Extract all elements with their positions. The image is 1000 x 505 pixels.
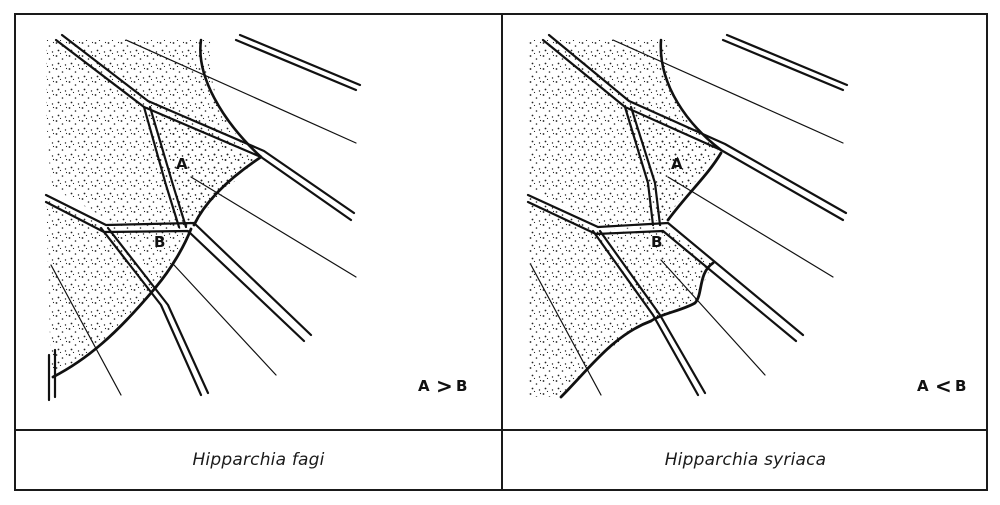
thin-vein-3	[173, 264, 277, 376]
thin-vein-2	[667, 176, 834, 278]
relation-b: B	[955, 377, 966, 395]
thin-vein-4	[530, 264, 602, 396]
vein-radial-1	[541, 38, 845, 222]
relation-sign: <	[935, 374, 952, 398]
scaling-edge-lower	[51, 285, 158, 379]
vein-costal-2	[725, 33, 849, 87]
vein-costal-2	[238, 33, 362, 87]
stippled-lower-area	[46, 195, 156, 375]
wing-panel-fagi: A B A > B	[16, 15, 501, 430]
vein-cross-2	[44, 200, 306, 343]
wing-drawing-fagi: A B A > B	[44, 33, 467, 402]
vein-cross-2	[526, 200, 798, 343]
stippled-cell-a	[623, 110, 718, 220]
vein-cubital-1	[591, 229, 700, 397]
vein-cell-left-2	[629, 105, 662, 227]
scaling-edge-lower	[559, 319, 653, 399]
thin-vein-1	[125, 39, 357, 144]
thin-vein-4	[50, 264, 122, 396]
cell-label-b: B	[154, 233, 165, 251]
stippled-cell-b	[106, 225, 191, 287]
stippled-cell-a	[141, 105, 256, 225]
scaling-edge-a	[666, 151, 723, 222]
vein-cubital-1	[99, 226, 203, 397]
cell-label-a: A	[671, 155, 683, 173]
relation-a: A	[418, 377, 430, 395]
relation-sign: >	[436, 374, 453, 398]
vein-cubital-2	[106, 226, 210, 395]
relation-b: B	[456, 377, 467, 395]
vein-costal-1	[234, 38, 358, 92]
vein-radial-1	[54, 38, 353, 222]
relation-a: A	[917, 377, 929, 395]
vein-radial-2	[60, 33, 356, 215]
stippled-lower-area	[528, 195, 653, 397]
wing-panel-syriaca: A B A < B	[503, 15, 988, 430]
vein-radial-2	[547, 33, 848, 215]
vein-cell-left-1	[142, 105, 181, 229]
thin-vein-1	[612, 39, 844, 144]
thin-vein-2	[190, 176, 357, 278]
scaling-edge-b	[649, 261, 715, 323]
scaling-edge-b	[154, 227, 193, 289]
scaling-edge-upper	[659, 38, 723, 152]
vein-cubital-2	[598, 229, 707, 395]
vein-cell-left-1	[623, 105, 655, 227]
figure-frame: A B A > B	[14, 13, 988, 491]
wing-drawing-syriaca: A B A < B	[526, 33, 966, 399]
vertical-divider	[501, 15, 503, 489]
caption-syriaca: Hipparchia syriaca	[664, 450, 827, 470]
horizontal-divider	[16, 429, 986, 431]
vein-cross-1	[526, 193, 805, 337]
thin-vein-3	[660, 259, 766, 376]
cell-label-b: B	[651, 233, 662, 251]
vein-costal-1	[721, 38, 845, 92]
caption-fagi: Hipparchia fagi	[192, 450, 325, 470]
vein-cross-1	[44, 193, 313, 337]
vein-cell-left-2	[148, 105, 188, 229]
stippled-basal-area	[528, 40, 718, 227]
cell-label-a: A	[176, 155, 188, 173]
scaling-edge-a	[192, 155, 263, 227]
